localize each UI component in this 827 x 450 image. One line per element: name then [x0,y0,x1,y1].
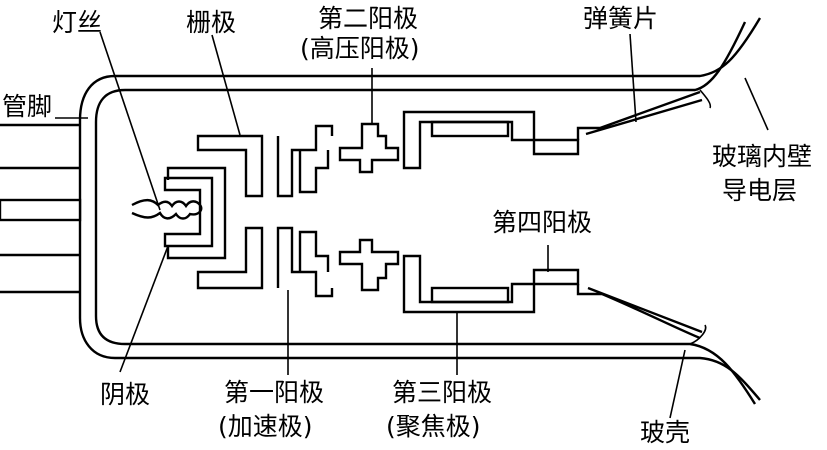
label-shell: 玻壳 [640,418,691,447]
label-anode3-line1: 第三阳极 [392,378,493,407]
anode2-bottom [338,238,400,292]
glass-shell-outer [78,17,762,401]
label-spring: 弹簧片 [583,4,659,33]
anode2-top [338,122,400,174]
label-pins: 管脚 [2,92,53,121]
label-coating-line1: 玻璃内壁 [712,142,813,171]
pins [0,123,82,294]
label-anode2-line1: 第二阳极 [318,4,419,33]
label-cathode: 阴极 [100,380,151,409]
label-anode4: 第四阳极 [492,208,593,237]
glass-shell-inner [94,21,757,405]
filament [131,198,203,220]
spring-bottom [576,284,703,340]
label-grid: 栅极 [186,8,237,37]
label-anode1-line1: 第一阳极 [224,378,325,407]
spring-top [576,90,703,140]
label-coating-line2: 导电层 [722,176,798,205]
label-anode2-line2: (高压阳极) [300,34,420,63]
anode3-top [402,110,580,170]
anode3-bottom [402,254,580,314]
anode1-bottom [196,226,264,290]
label-anode3-line2: (聚焦极) [386,412,481,441]
label-filament: 灯丝 [52,8,103,37]
label-anode1-line2: (加速极) [218,412,313,441]
grid [166,166,227,260]
leader-lines [55,31,769,419]
cathode [163,176,214,248]
anode1-top [196,134,264,198]
